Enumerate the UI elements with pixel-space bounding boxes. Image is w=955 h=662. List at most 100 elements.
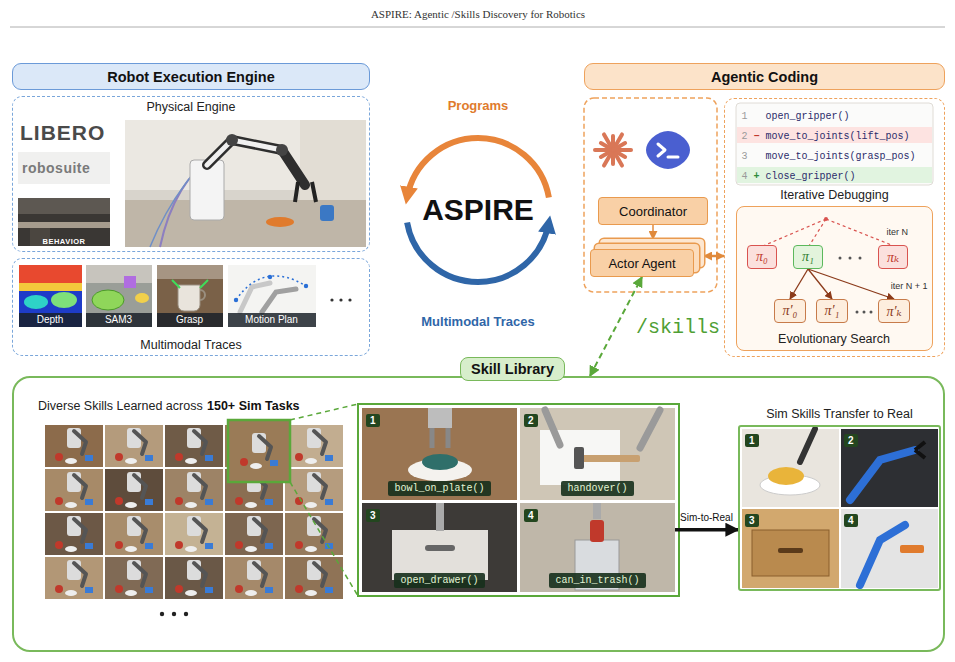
search-box: Evolutionary Search iter N iter N + 1 π₀ π₁ π…: [736, 206, 933, 351]
label-slot: Multimodal Traces: [421, 314, 534, 329]
skill-name: open_drawer(): [394, 573, 484, 588]
edge-label-slot: /skills: [636, 315, 720, 338]
text-slot: 3: [742, 147, 748, 165]
text-slot: 4: [524, 507, 538, 522]
skill-name: handover(): [561, 481, 633, 496]
label-slot: ASPIRE: [422, 193, 534, 227]
connector: [675, 528, 738, 532]
header-pill: Agentic Coding: [584, 63, 945, 90]
node-text: π′₁: [825, 303, 840, 319]
text-slot: Actor Agent: [591, 250, 693, 276]
text-slot: 1: [745, 432, 759, 447]
process-box: Coordinator: [598, 197, 708, 225]
node-text: π′ₖ: [886, 303, 901, 320]
line-number: 1: [742, 111, 748, 122]
diff-sign: −: [754, 131, 760, 142]
text-slot: 1: [366, 412, 380, 427]
skill-tile: 2 handover(): [520, 408, 675, 500]
label-slot: BEHAVIOR: [42, 232, 85, 247]
panel-caption: Physical Engine: [147, 100, 236, 114]
text-slot: Iterative Debugging: [725, 187, 944, 202]
edge-label: /skills: [636, 315, 720, 338]
callout-number: 3: [745, 514, 759, 527]
skill-name: can_in_trash(): [549, 573, 645, 588]
text-slot: +: [754, 167, 760, 185]
thumbnail-label: SAM3: [86, 313, 152, 327]
code-panel: 1 open_gripper() 2−move_to_joints(lift_pos…: [736, 103, 933, 185]
node-text: Coordinator: [619, 204, 687, 219]
panel-title: Skill Library: [460, 357, 565, 381]
callout-number: 3: [366, 509, 380, 522]
flow-label: Multimodal Traces: [421, 314, 534, 329]
text-slot: Skill Library: [460, 357, 565, 381]
connector: [790, 269, 808, 299]
text-slot: 2: [524, 412, 538, 427]
thumbnail: Grasp: [157, 265, 223, 327]
callout-number: 2: [844, 434, 858, 447]
line-number: 2: [742, 131, 748, 142]
label-slot: Diverse Skills Learned across: [38, 398, 203, 413]
text-slot: −: [754, 127, 760, 145]
real-tile: 3: [742, 509, 839, 588]
text-slot: 3: [745, 512, 759, 527]
text-slot: π′₁: [817, 300, 847, 322]
panel-caption: Evolutionary Search: [778, 332, 890, 346]
panel-caption: Iterative Debugging: [780, 188, 888, 202]
text-slot: 4: [742, 167, 748, 185]
iteration-label: iter N + 1: [891, 281, 928, 291]
policy-box: πₖ: [878, 245, 908, 269]
line-number: 4: [742, 171, 748, 182]
text-slot: 3: [366, 507, 380, 522]
callout-number: 1: [366, 414, 380, 427]
text-slot: SAM3: [86, 313, 152, 327]
real-tile: 1: [742, 429, 839, 507]
thumbnail-label: Motion Plan: [228, 313, 316, 327]
text-slot: 2: [742, 127, 748, 145]
text-slot: π′ₖ: [879, 300, 909, 322]
text-slot: Sim Skills Transfer to Real: [740, 406, 939, 421]
connector: [590, 277, 642, 376]
text-slot: πₖ: [879, 246, 907, 268]
process-box: Actor Agent: [590, 249, 694, 277]
text-slot: Agentic Coding: [585, 64, 944, 89]
dashed-panel: Multimodal Traces Depth SAM3 Grasp Motion Pl…: [12, 258, 370, 356]
text-slot: iter N: [887, 223, 909, 238]
text-slot: move_to_joints(lift_pos): [766, 127, 910, 145]
header-pill: Robot Execution Engine: [12, 63, 370, 90]
text-slot: Multimodal Traces: [13, 337, 369, 352]
thumbnail: Motion Plan: [228, 265, 316, 327]
text-slot: move_to_joints(grasp_pos): [766, 147, 916, 165]
label-slot: ASPIRE: Agentic /Skills Discovery for Ro…: [371, 6, 585, 21]
thumbnail: SAM3: [86, 265, 152, 327]
text-slot: bowl_on_plate(): [362, 479, 517, 496]
policy-box: π₀: [747, 245, 777, 269]
diff-sign: +: [754, 171, 760, 182]
text-slot: can_in_trash(): [520, 571, 675, 588]
text-slot: Evolutionary Search: [737, 331, 932, 346]
text-slot: handover(): [520, 479, 675, 496]
logo-text: BEHAVIOR: [42, 237, 85, 246]
thumbnail-label: Depth: [19, 313, 82, 327]
policy-box: π′₀: [774, 299, 806, 323]
label-slot: robosuite: [22, 160, 90, 176]
real-tile: 2: [841, 429, 938, 507]
skill-tile: 4 can_in_trash(): [520, 503, 675, 592]
text-slot: open_gripper(): [766, 107, 850, 125]
text-slot: Motion Plan: [228, 313, 316, 327]
text-slot: 4: [844, 512, 858, 527]
text-slot: Grasp: [157, 313, 223, 327]
section-note: 150+ Sim Tasks: [207, 399, 300, 413]
skill-name: bowl_on_plate(): [388, 481, 490, 496]
text-slot: 2: [844, 432, 858, 447]
text-slot: open_drawer(): [362, 571, 517, 588]
label-slot: LIBERO: [20, 121, 105, 145]
panel-caption: Sim Skills Transfer to Real: [766, 407, 913, 421]
text-slot: π₁: [794, 246, 822, 268]
panel-caption: Multimodal Traces: [140, 338, 241, 352]
node-text: π₀: [756, 249, 768, 265]
edge-label: Sim-to-Real: [680, 511, 733, 522]
node-text: Actor Agent: [608, 256, 675, 271]
thumbnail-label: Grasp: [157, 313, 223, 327]
